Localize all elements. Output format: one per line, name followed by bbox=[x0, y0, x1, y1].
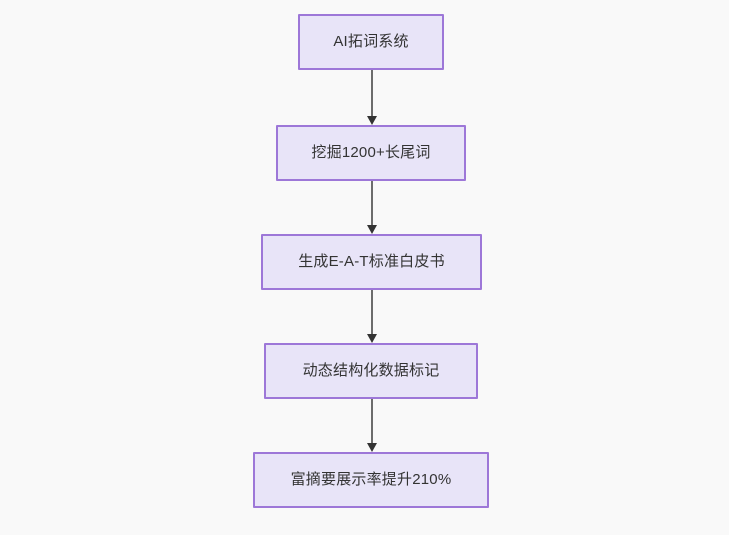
node-label: 挖掘1200+长尾词 bbox=[311, 144, 431, 161]
edge-n1-n2 bbox=[367, 70, 377, 125]
node-label: AI拓词系统 bbox=[333, 33, 409, 50]
flowchart-node-ai-keyword-system[interactable]: AI拓词系统 bbox=[298, 14, 444, 70]
arrowhead-icon bbox=[367, 334, 377, 343]
flowchart-node-mine-longtail-keywords[interactable]: 挖掘1200+长尾词 bbox=[276, 125, 466, 181]
flowchart-node-generate-eat-whitepaper[interactable]: 生成E-A-T标准白皮书 bbox=[261, 234, 482, 290]
edge-n4-n5 bbox=[367, 399, 377, 452]
arrowhead-icon bbox=[367, 225, 377, 234]
edge-line bbox=[371, 70, 373, 117]
edge-line bbox=[371, 181, 373, 226]
arrowhead-icon bbox=[367, 116, 377, 125]
node-label: 富摘要展示率提升210% bbox=[290, 471, 452, 488]
node-label: 生成E-A-T标准白皮书 bbox=[298, 253, 445, 270]
edge-n3-n4 bbox=[367, 290, 377, 343]
edge-line bbox=[371, 399, 373, 444]
node-label: 动态结构化数据标记 bbox=[302, 362, 440, 379]
arrowhead-icon bbox=[367, 443, 377, 452]
flowchart-node-rich-snippet-rate-increase[interactable]: 富摘要展示率提升210% bbox=[253, 452, 489, 508]
flowchart-node-dynamic-structured-data-markup[interactable]: 动态结构化数据标记 bbox=[264, 343, 478, 399]
edge-n2-n3 bbox=[367, 181, 377, 234]
edge-line bbox=[371, 290, 373, 335]
